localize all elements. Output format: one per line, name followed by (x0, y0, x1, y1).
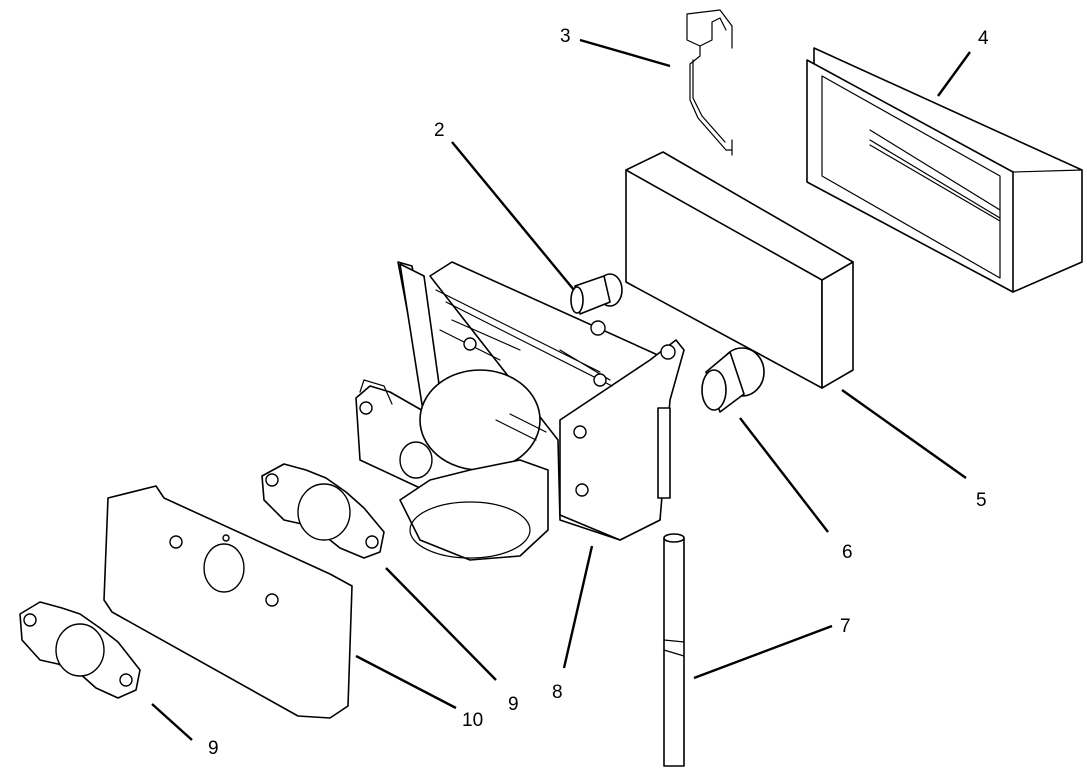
leader-10 (355, 654, 457, 710)
callout-7: 7 (840, 616, 851, 637)
callout-9-lower: 9 (208, 738, 219, 759)
callout-3: 3 (560, 26, 571, 47)
callout-2: 2 (434, 120, 445, 141)
callout-8: 8 (552, 682, 563, 703)
insulator-plate (103, 485, 353, 719)
breather-grommet (701, 347, 765, 413)
leader-8 (562, 545, 594, 669)
leader-9b (151, 703, 193, 741)
choke-link-rod (686, 9, 733, 156)
leader-4 (937, 51, 971, 97)
leader-3 (579, 38, 671, 68)
callout-4: 4 (978, 28, 989, 49)
callout-labels: 2 3 4 5 6 7 8 9 9 10 (208, 26, 989, 759)
leader-7 (693, 624, 833, 680)
fuel-line (663, 533, 685, 767)
callout-10: 10 (462, 710, 483, 731)
callout-6: 6 (842, 542, 853, 563)
air-cleaner-cover (806, 47, 1083, 293)
mounting-screw (570, 273, 623, 315)
leader-5 (841, 389, 967, 479)
leader-9a (385, 567, 497, 681)
leader-6 (739, 417, 829, 533)
gasket-upper (261, 463, 385, 559)
leader-2 (451, 141, 575, 291)
callout-5: 5 (976, 490, 987, 511)
carburetor-assembly (355, 261, 685, 561)
air-filter-element (625, 151, 854, 389)
leader-lines (151, 38, 971, 741)
gasket-lower (19, 601, 141, 699)
callout-9-upper: 9 (508, 694, 519, 715)
